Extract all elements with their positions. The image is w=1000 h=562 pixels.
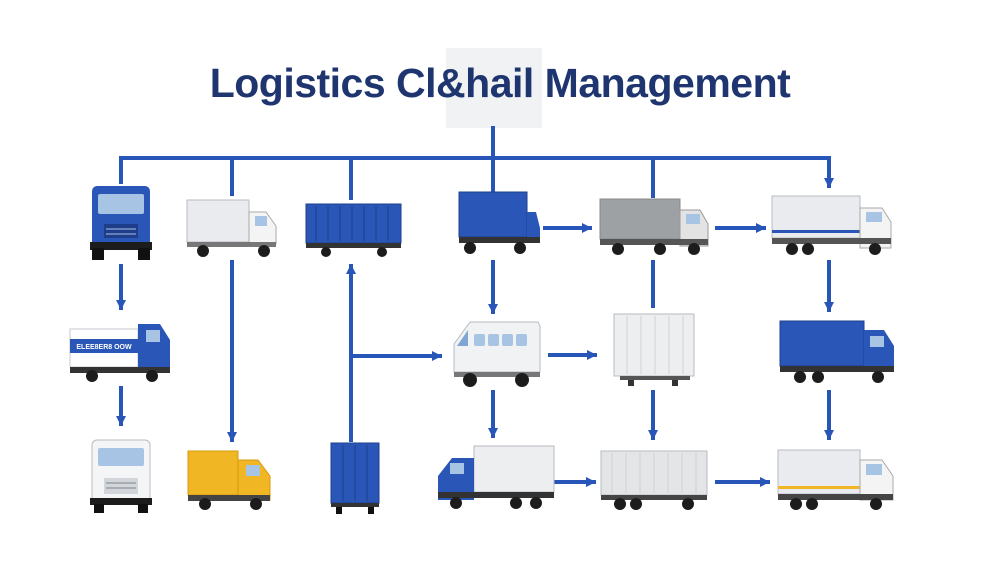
box-truck-icon: [458, 191, 540, 254]
box-truck-icon: [438, 445, 555, 509]
box-truck-icon: [779, 320, 894, 383]
title-highlight: [446, 48, 542, 128]
box-truck-icon: [186, 199, 277, 257]
van-icon: [453, 321, 541, 387]
truck-brand-label: ELEE8ER8 OOW: [76, 344, 132, 351]
diagram-title: Logistics Cl&hail Management: [209, 60, 791, 106]
box-truck-icon: [777, 449, 894, 510]
box-truck-icon: [187, 450, 271, 510]
box-truck-icon: [600, 450, 708, 510]
connectors: [116, 126, 834, 487]
truck-cab-front-icon: [90, 186, 152, 260]
cargo-box-icon: [613, 313, 695, 386]
trailer-rear-icon: [330, 442, 380, 514]
truck-cab-front-icon: [90, 439, 152, 513]
box-truck-icon: ELEE8ER8 OOW: [69, 324, 170, 382]
box-truck-icon: [599, 198, 709, 255]
container-icon: [305, 203, 402, 257]
box-truck-icon: [771, 195, 892, 255]
